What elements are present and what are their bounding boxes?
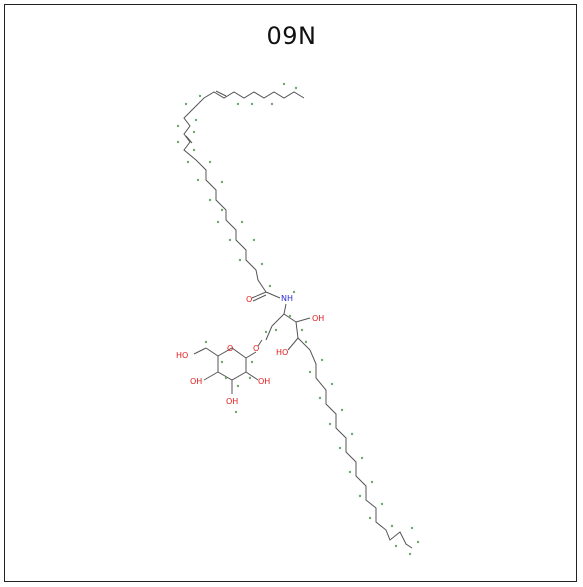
sugar-ring bbox=[193, 339, 263, 394]
hydroxyl-label: HO bbox=[176, 351, 188, 360]
structure-frame bbox=[4, 4, 577, 582]
hydroxyl-label: HO bbox=[276, 348, 288, 357]
sphingoid-backbone bbox=[265, 313, 413, 549]
hydrogen-markers bbox=[176, 82, 420, 556]
hydroxyl-label: OH bbox=[226, 397, 238, 406]
carbonyl-oxygen-label: O bbox=[246, 295, 252, 304]
hydroxyl-label: OH bbox=[258, 377, 270, 386]
hydroxyl-label: OH bbox=[312, 314, 324, 323]
page-title: 09N bbox=[266, 22, 317, 50]
hydroxyl-label: OH bbox=[190, 377, 202, 386]
amide-linkage bbox=[251, 291, 287, 315]
fatty-acyl-chain bbox=[183, 90, 305, 293]
ring-oxygen-label: O bbox=[227, 344, 233, 353]
amide-nitrogen-label: NH bbox=[281, 294, 293, 303]
glycosidic-oxygen-label: O bbox=[253, 344, 259, 353]
